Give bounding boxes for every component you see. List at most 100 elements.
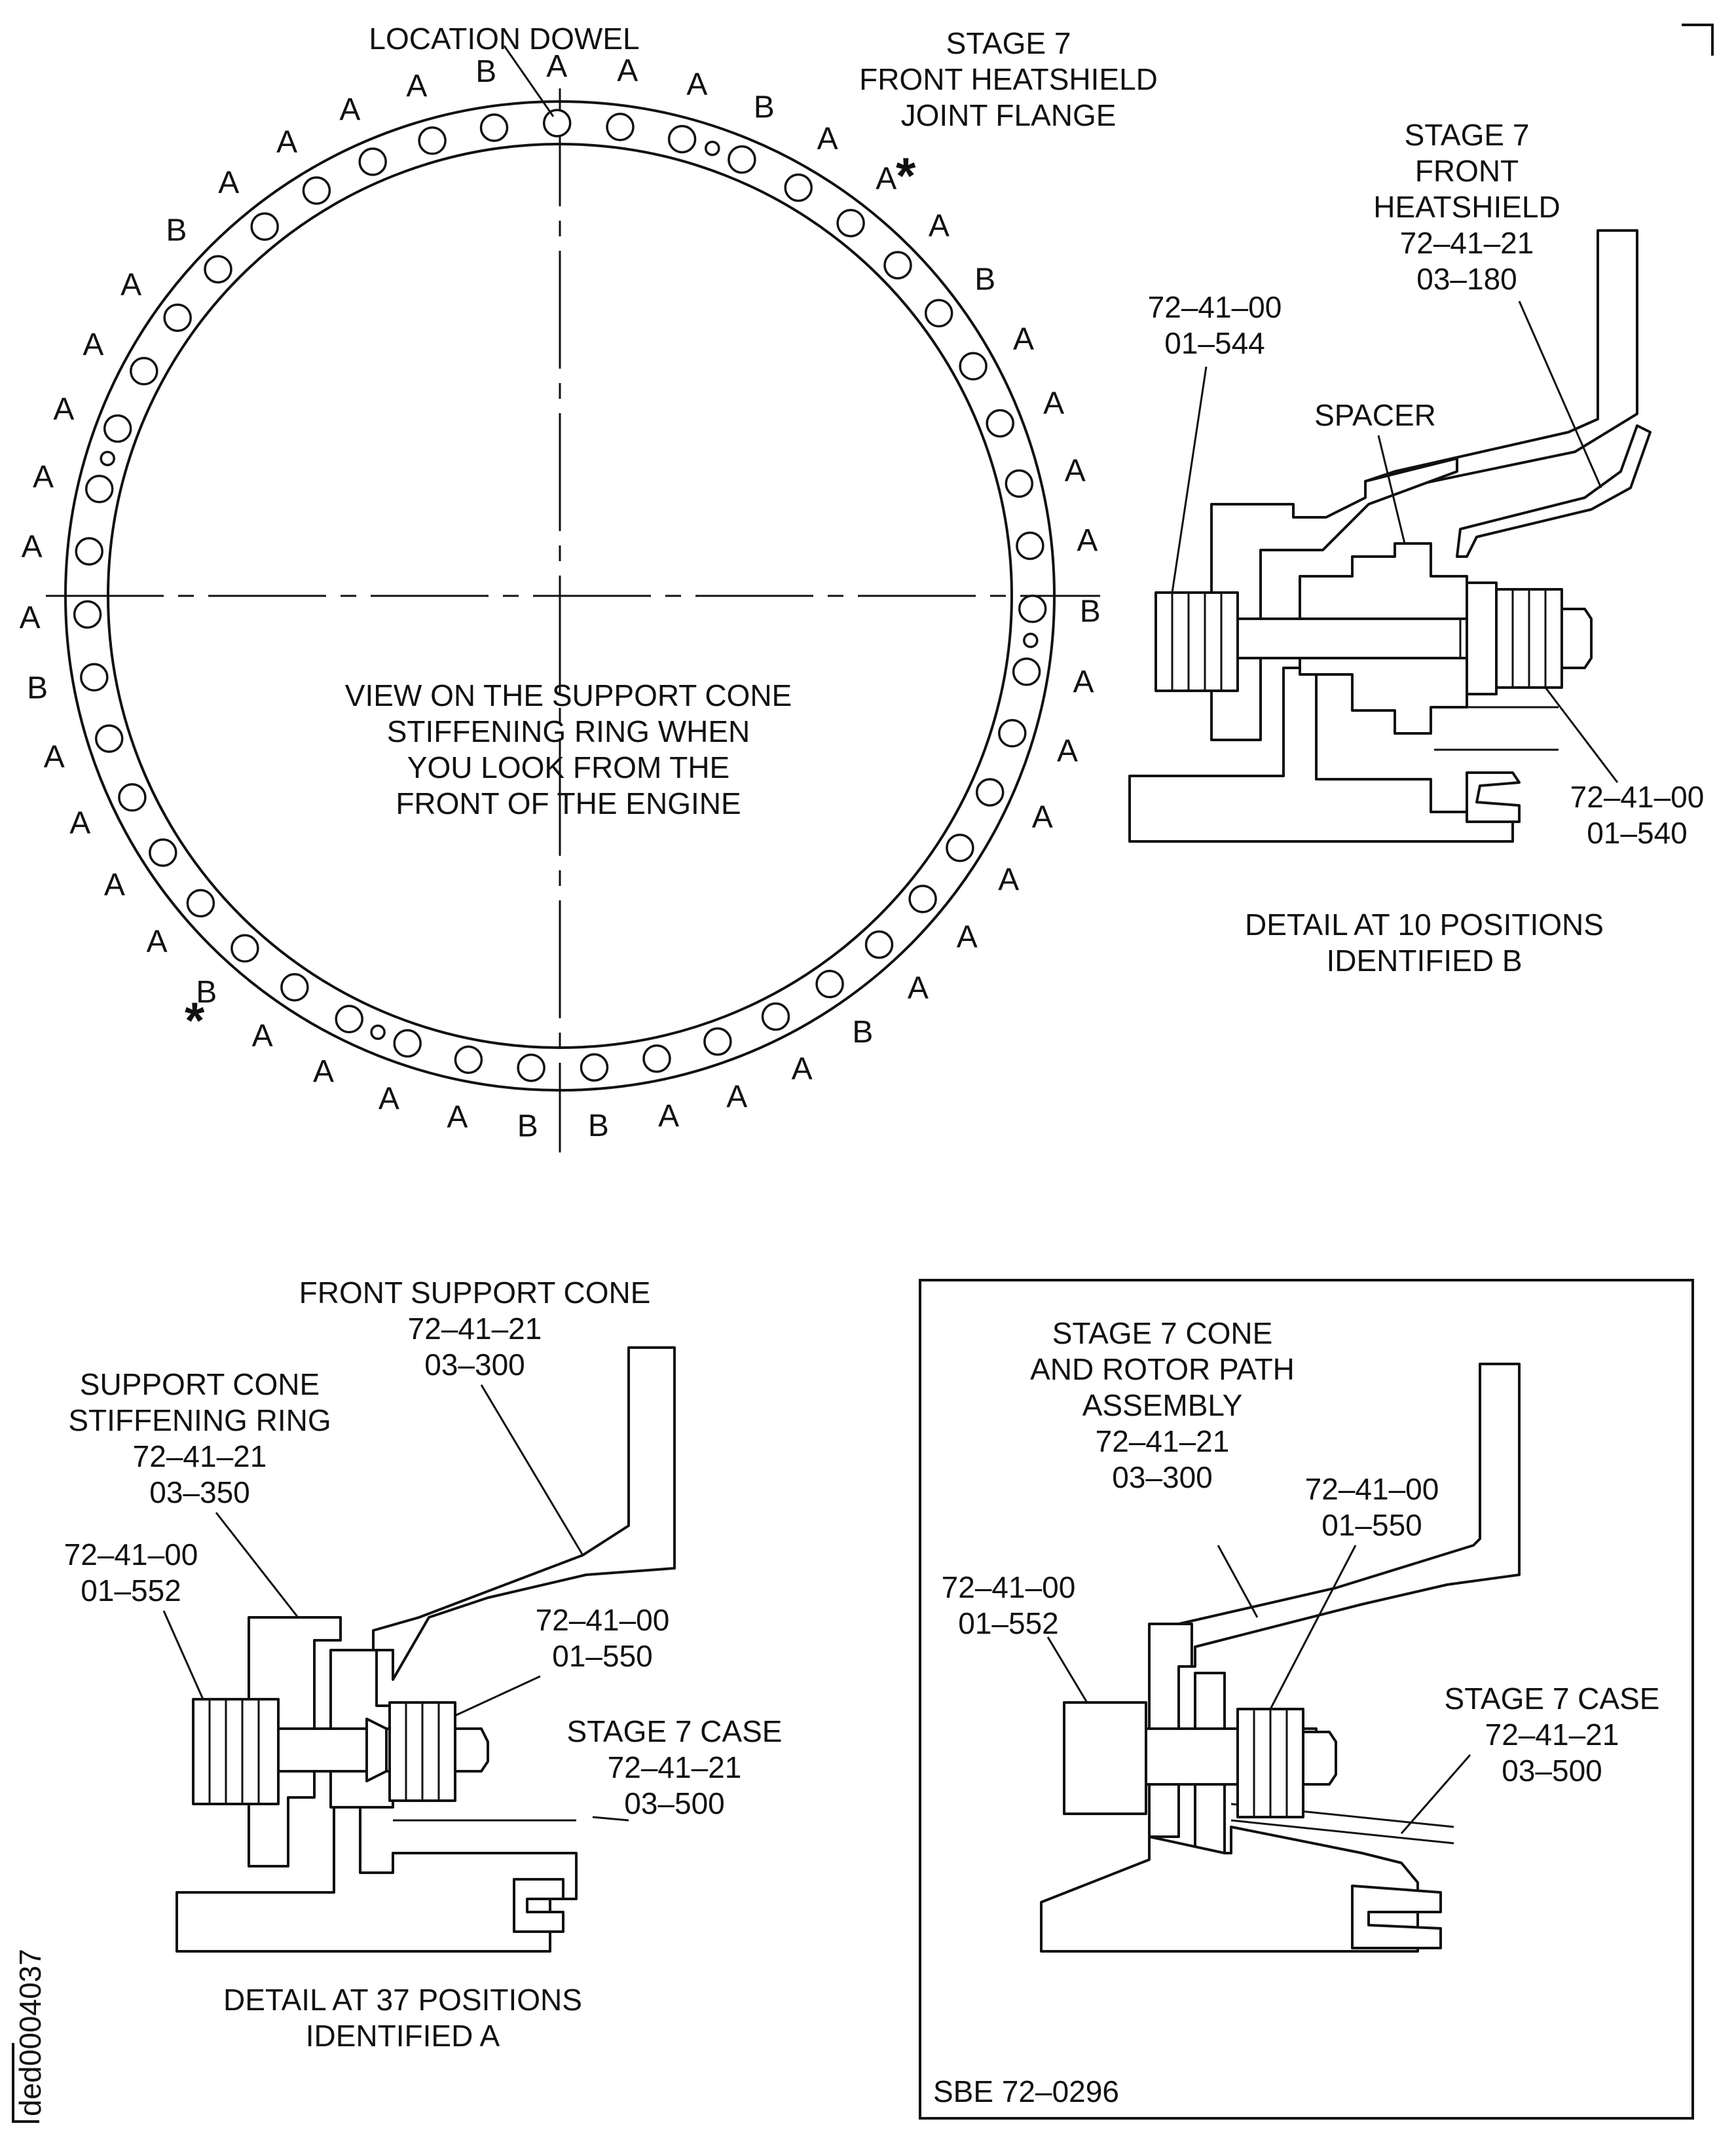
detail-a-drawing bbox=[162, 1346, 676, 1953]
position-letter: B bbox=[1080, 594, 1101, 629]
cone-flange bbox=[1210, 457, 1458, 741]
svg-text:01–544: 01–544 bbox=[1164, 326, 1265, 360]
svg-text:03–300: 03–300 bbox=[424, 1348, 525, 1382]
position-letter: A bbox=[1077, 523, 1098, 558]
svg-text:03–180: 03–180 bbox=[1416, 262, 1517, 296]
svg-text:01–550: 01–550 bbox=[552, 1639, 653, 1673]
bolt-552-leader-sbe bbox=[1046, 1636, 1088, 1703]
spacer-label: SPACER bbox=[1314, 398, 1436, 432]
svg-text:STAGE 7: STAGE 7 bbox=[946, 26, 1071, 60]
bolt-hole bbox=[130, 357, 158, 386]
svg-text:FRONT HEATSHIELD: FRONT HEATSHIELD bbox=[859, 62, 1158, 96]
bolt-hole bbox=[580, 1053, 609, 1082]
position-letter: A bbox=[252, 1019, 273, 1054]
bolt-hole bbox=[1016, 531, 1044, 561]
position-letter: A bbox=[1013, 322, 1034, 357]
bolt-hole bbox=[250, 212, 279, 241]
ring-leader-a bbox=[215, 1512, 299, 1618]
svg-text:72–41–21: 72–41–21 bbox=[1400, 226, 1534, 260]
position-letter: A bbox=[53, 392, 74, 426]
nut-550-leader-a bbox=[454, 1675, 541, 1717]
svg-text:STAGE 7: STAGE 7 bbox=[1405, 118, 1530, 152]
position-letter: A bbox=[44, 740, 65, 775]
position-letter: A bbox=[120, 267, 141, 302]
bolt-hole bbox=[542, 109, 572, 138]
position-letter: B bbox=[974, 263, 995, 297]
bolt-544-head bbox=[1154, 591, 1239, 692]
bolt-hole bbox=[84, 475, 114, 504]
position-letter: B bbox=[754, 90, 775, 124]
dowel-leader bbox=[503, 45, 555, 117]
case-line-sbe-lower bbox=[1230, 1819, 1454, 1845]
position-letter: A bbox=[33, 460, 54, 494]
bolt-hole bbox=[728, 145, 756, 174]
bolt-hole bbox=[418, 126, 447, 155]
svg-text:IDENTIFIED B: IDENTIFIED B bbox=[1326, 944, 1522, 978]
position-letter: B bbox=[27, 671, 48, 706]
sbe-case-label: STAGE 7 CASE 72–41–21 03–500 bbox=[1445, 1682, 1660, 1788]
sbe-nut-label: 72–41–00 01–550 bbox=[1305, 1472, 1439, 1542]
small-hole bbox=[1023, 633, 1039, 648]
position-letter: A bbox=[792, 1052, 813, 1086]
position-letter: A bbox=[22, 530, 43, 564]
bolt-hole bbox=[998, 719, 1027, 748]
detail-a-caption: DETAIL AT 37 POSITIONS IDENTIFIED A bbox=[223, 1983, 582, 2053]
position-letter: A bbox=[276, 125, 297, 160]
bolt-collar-a bbox=[365, 1718, 388, 1782]
bolt-552-head-a bbox=[192, 1698, 280, 1805]
position-letter: A bbox=[1043, 386, 1064, 420]
position-letter: A bbox=[20, 600, 41, 635]
case-seal bbox=[1466, 771, 1521, 823]
position-letter: A bbox=[929, 208, 950, 243]
bolt-hole bbox=[358, 147, 387, 176]
case-seal-a bbox=[513, 1878, 564, 1933]
svg-text:72–41–00: 72–41–00 bbox=[1570, 780, 1705, 814]
position-letter: A bbox=[686, 67, 707, 102]
svg-text:STAGE 7 CONE: STAGE 7 CONE bbox=[1052, 1316, 1273, 1350]
position-letter: A bbox=[339, 92, 360, 127]
bolt-hole bbox=[454, 1045, 483, 1075]
position-letter: A bbox=[546, 49, 567, 84]
svg-text:03–300: 03–300 bbox=[1112, 1460, 1213, 1494]
case-leader-a bbox=[592, 1816, 629, 1822]
position-letter: B bbox=[517, 1109, 538, 1144]
bolt-hole bbox=[1018, 595, 1047, 623]
svg-text:72–41–00: 72–41–00 bbox=[536, 1603, 670, 1637]
nut-550-leader-sbe bbox=[1269, 1545, 1357, 1710]
detail-a-cone-label: FRONT SUPPORT CONE 72–41–21 03–300 bbox=[299, 1276, 651, 1382]
sbe-detail-frame bbox=[919, 1279, 1694, 2120]
case-seal-sbe bbox=[1351, 1885, 1442, 1949]
bolt-hole bbox=[118, 783, 147, 812]
svg-text:AND ROTOR PATH: AND ROTOR PATH bbox=[1030, 1352, 1295, 1386]
bolt-hole bbox=[103, 414, 132, 443]
sbe-reference-label: SBE 72–0296 bbox=[933, 2074, 1119, 2108]
position-letter: A bbox=[406, 69, 427, 103]
position-letter: A bbox=[379, 1082, 399, 1116]
svg-text:03–500: 03–500 bbox=[624, 1786, 725, 1820]
sbe-detail-drawing bbox=[1040, 1363, 1521, 1953]
bolt-hole bbox=[1005, 469, 1034, 498]
position-letter: A bbox=[104, 868, 125, 902]
bolt-head-splines-a bbox=[208, 1699, 260, 1804]
position-letter: A bbox=[83, 327, 103, 362]
nut-splines-a bbox=[405, 1702, 440, 1801]
svg-text:72–41–21: 72–41–21 bbox=[608, 1750, 742, 1784]
flange-label: STAGE 7 FRONT HEATSHIELD JOINT FLANGE bbox=[859, 26, 1158, 132]
svg-text:01–540: 01–540 bbox=[1587, 816, 1688, 850]
bolt-hole bbox=[1012, 657, 1041, 686]
svg-text:JOINT FLANGE: JOINT FLANGE bbox=[901, 98, 1117, 132]
detail-b-caption: DETAIL AT 10 POSITIONS IDENTIFIED B bbox=[1245, 908, 1604, 978]
svg-text:72–41–21: 72–41–21 bbox=[1096, 1424, 1230, 1458]
bolt-hole bbox=[761, 1002, 790, 1031]
bolt-end-a bbox=[454, 1727, 489, 1773]
bolt-hole bbox=[517, 1053, 545, 1082]
washer-540 bbox=[1466, 581, 1498, 695]
position-letter: A bbox=[1057, 733, 1078, 768]
bolt-hole bbox=[642, 1044, 671, 1073]
bolt-544-shank bbox=[1236, 617, 1494, 659]
position-letter: A bbox=[817, 122, 838, 156]
